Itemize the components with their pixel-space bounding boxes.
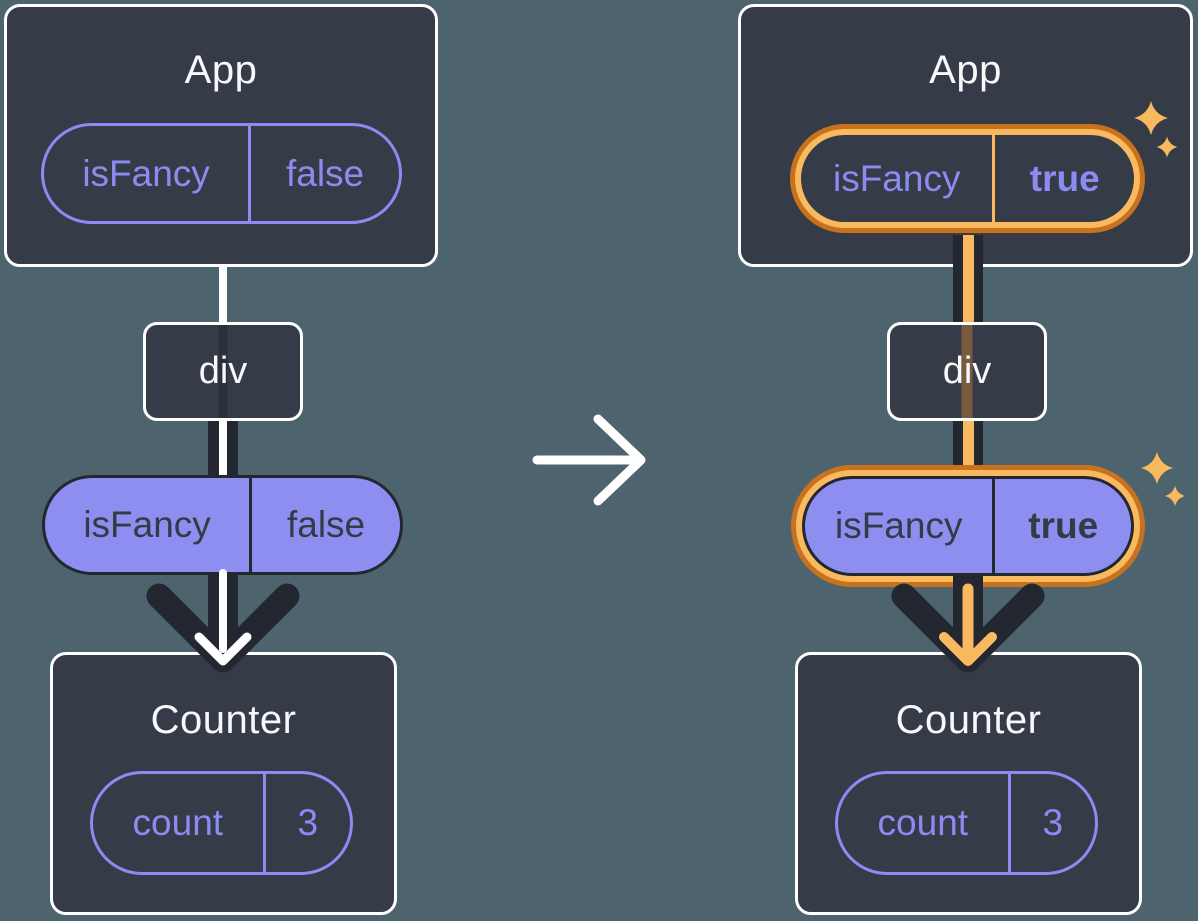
before-counter-state-pill: count 3 <box>90 771 353 875</box>
before-prop-pill: isFancy false <box>42 475 403 575</box>
after-app-div-connector <box>953 235 983 325</box>
before-div-prop-connector <box>208 419 238 479</box>
state-name: count <box>132 802 224 843</box>
before-div-thread <box>218 325 228 418</box>
state-value: 3 <box>262 774 350 872</box>
after-div-thread <box>961 325 973 418</box>
down-arrow-icon <box>891 575 1045 673</box>
after-connector-core <box>962 235 974 325</box>
state-name: isFancy <box>832 157 961 199</box>
prop-name: isFancy <box>834 505 963 546</box>
before-div-box: div <box>143 322 303 421</box>
prop-value: true <box>992 479 1131 573</box>
before-connector-core <box>219 419 227 479</box>
right-arrow-icon <box>532 414 646 506</box>
prop-name: isFancy <box>83 504 211 545</box>
after-app-title: App <box>929 48 1002 92</box>
after-prop-pill: isFancy true <box>802 476 1134 576</box>
before-counter-title: Counter <box>150 698 297 742</box>
after-connector-core <box>962 419 974 479</box>
state-value: false <box>248 126 399 221</box>
state-name: count <box>877 802 969 843</box>
state-name: isFancy <box>82 152 210 194</box>
state-value: true <box>992 135 1134 222</box>
after-div-label: div <box>942 350 992 392</box>
after-div-prop-connector <box>953 419 983 479</box>
after-counter-state-pill: count 3 <box>835 771 1098 875</box>
after-div-box: div <box>887 322 1047 421</box>
after-app-state-pill: isFancy true <box>795 129 1140 228</box>
before-app-title: App <box>184 48 258 92</box>
state-value: 3 <box>1007 774 1095 872</box>
before-app-state-pill: isFancy false <box>41 123 402 224</box>
prop-value: false <box>249 478 400 572</box>
down-arrow-icon <box>146 569 300 673</box>
before-div-label: div <box>198 350 248 392</box>
sparkle-icon <box>1140 451 1186 507</box>
after-counter-title: Counter <box>895 698 1042 742</box>
before-app-div-connector <box>219 265 227 325</box>
